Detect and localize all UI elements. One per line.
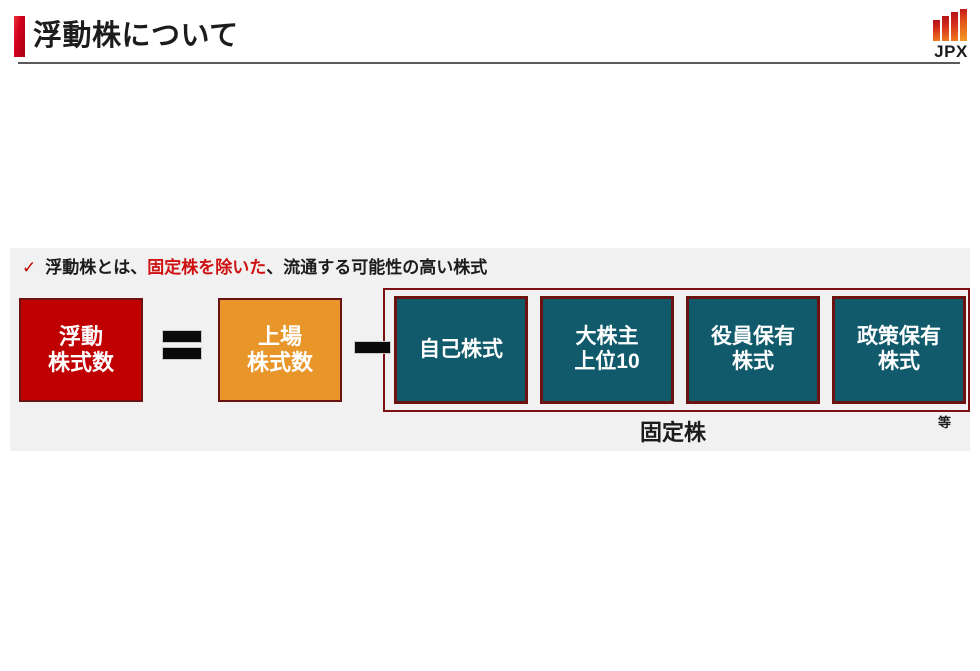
box-floating-shares: 浮動 株式数 xyxy=(19,298,143,402)
box-treasury-shares-line1: 自己株式 xyxy=(419,337,503,361)
minus-sign-icon xyxy=(354,341,391,354)
header-divider xyxy=(18,62,960,64)
page-title: 浮動株について xyxy=(33,20,239,52)
jpx-logo-bars-icon xyxy=(932,9,972,41)
box-top10-shareholders-label: 大株主 上位10 xyxy=(574,325,639,375)
fixed-shares-group-label: 固定株 xyxy=(640,420,707,445)
box-officer-held-shares-label: 役員保有 株式 xyxy=(711,325,795,375)
title-accent-bar xyxy=(14,16,25,57)
box-treasury-shares-label: 自己株式 xyxy=(419,338,503,363)
jpx-logo-wordmark: JPX xyxy=(934,42,968,61)
equals-sign-icon xyxy=(162,318,202,372)
box-listed-shares-line1: 上場 xyxy=(257,324,302,350)
formula-diagram: 浮動 株式数 上場 株式数 自己株式 大株主 上位1 xyxy=(10,248,970,451)
etc-label: 等 xyxy=(938,415,952,430)
jpx-logo-bar-3 xyxy=(951,12,958,41)
box-officer-held-shares: 役員保有 株式 xyxy=(686,296,820,404)
box-strategic-held-shares-label: 政策保有 株式 xyxy=(857,325,941,375)
definition-text-after: 、流通する可能性の高い株式 xyxy=(266,258,488,277)
box-top10-shareholders-line2: 上位10 xyxy=(574,350,640,373)
box-strategic-held-shares-line2: 株式 xyxy=(878,350,920,373)
definition-text-before: 浮動株とは、 xyxy=(45,258,148,277)
jpx-logo-bar-4 xyxy=(960,9,967,41)
box-floating-shares-label: 浮動 株式数 xyxy=(48,324,114,376)
box-listed-shares-label: 上場 株式数 xyxy=(247,324,313,376)
definition-bullet: ✓ 浮動株とは、固定株を除いた、流通する可能性の高い株式 xyxy=(22,257,487,279)
box-treasury-shares: 自己株式 xyxy=(394,296,528,404)
equals-sign-bar-bottom xyxy=(162,347,202,360)
box-listed-shares-line2: 株式数 xyxy=(246,350,313,375)
definition-text: 浮動株とは、固定株を除いた、流通する可能性の高い株式 xyxy=(45,257,487,279)
box-officer-held-shares-line1: 役員保有 xyxy=(711,325,795,349)
definition-text-highlight: 固定株を除いた xyxy=(147,258,267,277)
box-top10-shareholders-line1: 大株主 xyxy=(575,325,639,349)
check-icon: ✓ xyxy=(22,258,37,277)
box-strategic-held-shares: 政策保有 株式 xyxy=(832,296,966,404)
slide-header: 浮動株について JPX xyxy=(0,0,980,72)
jpx-logo: JPX xyxy=(928,9,974,61)
box-strategic-held-shares-line1: 政策保有 xyxy=(857,325,941,349)
jpx-logo-bar-2 xyxy=(942,16,949,41)
box-top10-shareholders: 大株主 上位10 xyxy=(540,296,674,404)
box-floating-shares-line2: 株式数 xyxy=(47,350,114,375)
box-officer-held-shares-line2: 株式 xyxy=(732,350,774,373)
box-listed-shares: 上場 株式数 xyxy=(218,298,342,402)
equals-sign-bar-top xyxy=(162,330,202,343)
jpx-logo-bar-1 xyxy=(933,20,940,41)
content-panel: ✓ 浮動株とは、固定株を除いた、流通する可能性の高い株式 浮動 株式数 上場 株… xyxy=(10,248,970,451)
box-floating-shares-line1: 浮動 xyxy=(58,324,103,350)
